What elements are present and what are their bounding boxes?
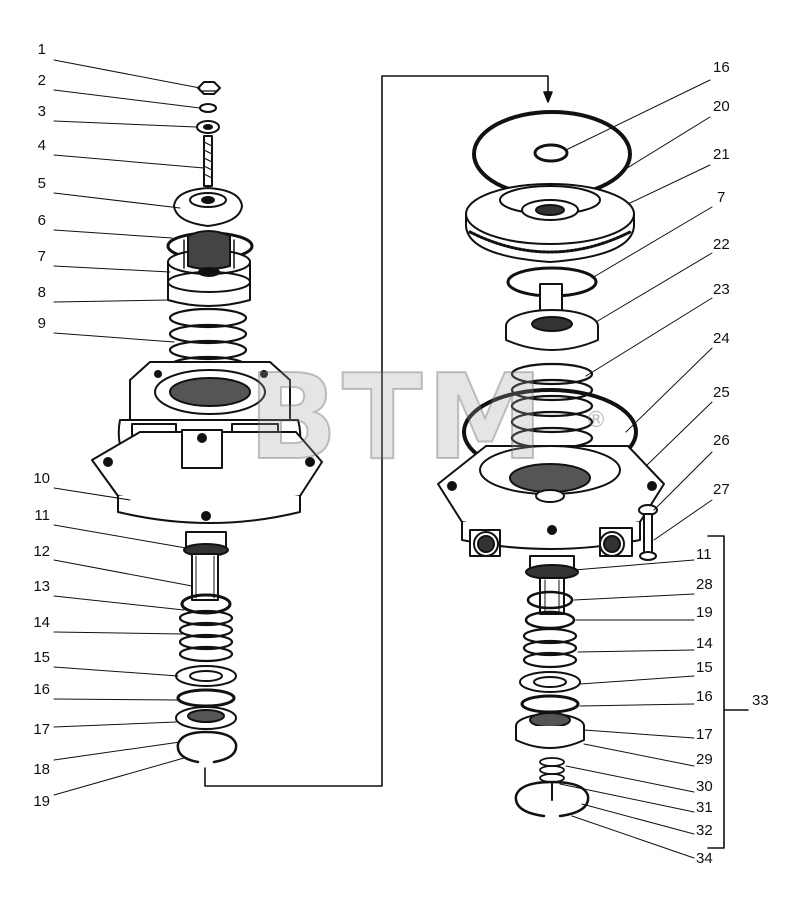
part-small-spring xyxy=(539,757,565,783)
callout-label: 26 xyxy=(713,432,730,449)
part-valve-stem xyxy=(183,531,229,601)
callout-label: 19 xyxy=(33,793,50,810)
part-screw xyxy=(638,504,658,561)
callout-label: 23 xyxy=(713,281,730,298)
callout-label: 19 xyxy=(696,604,713,621)
callout-label: 18 xyxy=(33,761,50,778)
callout-label: 10 xyxy=(33,470,50,487)
part-housing xyxy=(91,361,323,524)
part-lock-washer xyxy=(199,103,217,113)
callout-label: 17 xyxy=(696,726,713,743)
callout-label: 34 xyxy=(696,850,713,867)
callout-label: 15 xyxy=(33,649,50,666)
callout-label: 7 xyxy=(717,189,726,206)
callout-label: 32 xyxy=(696,822,713,839)
callout-label: 1 xyxy=(37,41,46,58)
callout-label: 21 xyxy=(713,146,730,163)
left-valve-assembly xyxy=(91,81,323,764)
callout-label: 11 xyxy=(696,546,712,563)
assembly-label: 33 xyxy=(752,692,769,709)
callout-label: 30 xyxy=(696,778,713,795)
callout-label: 22 xyxy=(713,236,730,253)
callout-label: 7 xyxy=(37,248,46,265)
callout-label: 17 xyxy=(33,721,50,738)
callout-label: 11 xyxy=(34,507,50,524)
callout-label: 5 xyxy=(37,175,46,192)
callout-label: 25 xyxy=(713,384,730,401)
callout-label: 6 xyxy=(37,212,46,229)
callout-label: 9 xyxy=(37,315,46,332)
callout-label: 28 xyxy=(696,576,713,593)
right-valve-assembly xyxy=(437,110,665,818)
part-body xyxy=(437,445,665,557)
part-snap-ring xyxy=(176,730,238,764)
callout-label: 13 xyxy=(33,578,50,595)
callout-label: 8 xyxy=(37,284,46,301)
callout-label: 4 xyxy=(37,137,46,154)
assembly-bracket-33 xyxy=(707,535,749,849)
callout-label: 12 xyxy=(33,543,50,560)
callout-label: 27 xyxy=(713,481,730,498)
part-plunger xyxy=(505,283,599,351)
part-valve-disc-right xyxy=(515,712,585,749)
part-spring-right-lower xyxy=(522,627,578,669)
part-ring xyxy=(180,593,232,615)
part-seat-washer xyxy=(175,665,237,687)
part-seal-ring-right xyxy=(520,694,580,714)
part-cover xyxy=(465,183,635,263)
callout-label: 16 xyxy=(696,688,713,705)
callout-label: 2 xyxy=(37,72,46,89)
watermark-registered-mark: ® xyxy=(585,408,607,433)
part-bolt xyxy=(203,135,213,187)
part-seat-washer-right xyxy=(519,671,581,693)
callout-label: 14 xyxy=(33,614,50,631)
callout-label: 15 xyxy=(696,659,713,676)
callout-label: 24 xyxy=(713,330,730,347)
part-ring-28 xyxy=(526,590,574,610)
callout-label: 29 xyxy=(696,751,713,768)
callout-label: 31 xyxy=(696,799,713,816)
part-spring-right xyxy=(510,362,594,450)
part-nut xyxy=(197,81,221,95)
connector-line xyxy=(204,75,553,787)
callout-label: 16 xyxy=(713,59,730,76)
callout-label: 16 xyxy=(33,681,50,698)
part-snap-ring-right xyxy=(514,780,590,818)
part-seal-ring xyxy=(176,688,236,708)
callout-label: 20 xyxy=(713,98,730,115)
part-spring-lower xyxy=(178,609,234,663)
leader-lines-left xyxy=(53,59,205,796)
callout-label: 14 xyxy=(696,635,713,652)
leader-lines-right xyxy=(559,79,713,859)
callout-label: 3 xyxy=(37,103,46,120)
watermark: BTM xyxy=(247,347,548,487)
